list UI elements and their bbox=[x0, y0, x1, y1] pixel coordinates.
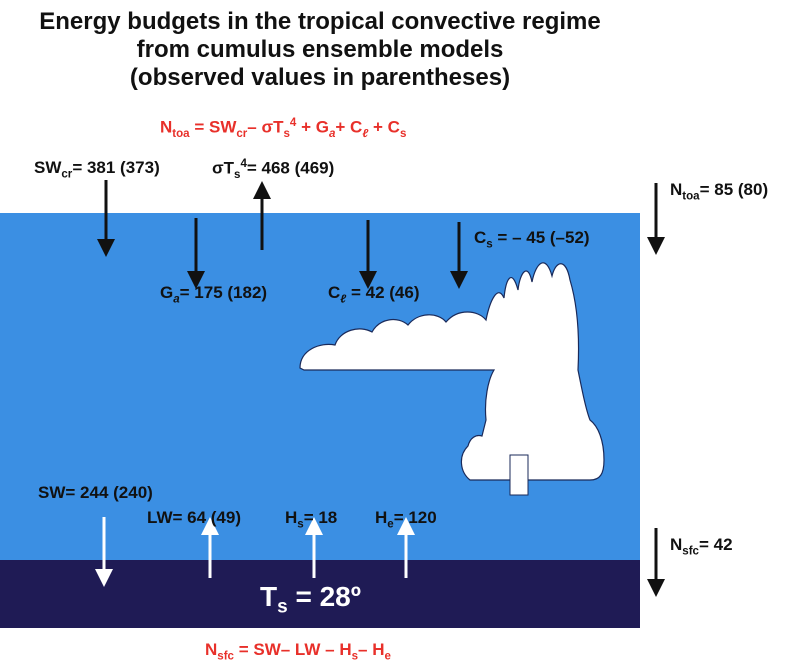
olr-label: σTs4= 468 (469) bbox=[212, 158, 335, 182]
title-line-3: (observed values in parentheses) bbox=[129, 64, 511, 91]
sw-cr-label: SWcr= 381 (373) bbox=[34, 158, 160, 181]
cumulus-cloud bbox=[299, 262, 605, 481]
sw-surface-label: SW= 244 (240) bbox=[38, 483, 153, 502]
g-a-label: Ga= 175 (182) bbox=[160, 283, 268, 306]
h-s-label: Hs= 18 bbox=[285, 508, 338, 531]
toa-equation: Ntoa = SWcr– σTs4 + Ga+ Cℓ + Cs bbox=[160, 117, 407, 141]
c-s-label: Cs = – 45 (–52) bbox=[474, 228, 590, 251]
n-toa-label: Ntoa= 85 (80) bbox=[670, 180, 769, 203]
title-line-2: from cumulus ensemble models bbox=[136, 36, 504, 63]
lw-label: LW= 64 (49) bbox=[147, 508, 242, 527]
title-line-1: Energy budgets in the tropical convectiv… bbox=[39, 8, 601, 35]
h-e-label: He= 120 bbox=[375, 508, 437, 531]
surface-temperature: Ts = 28º bbox=[260, 581, 361, 618]
n-sfc-label: Nsfc= 42 bbox=[670, 535, 733, 558]
sfc-equation: Nsfc = SW– LW – Hs– He bbox=[205, 640, 391, 663]
c-l-label: Cℓ = 42 (46) bbox=[328, 283, 420, 306]
